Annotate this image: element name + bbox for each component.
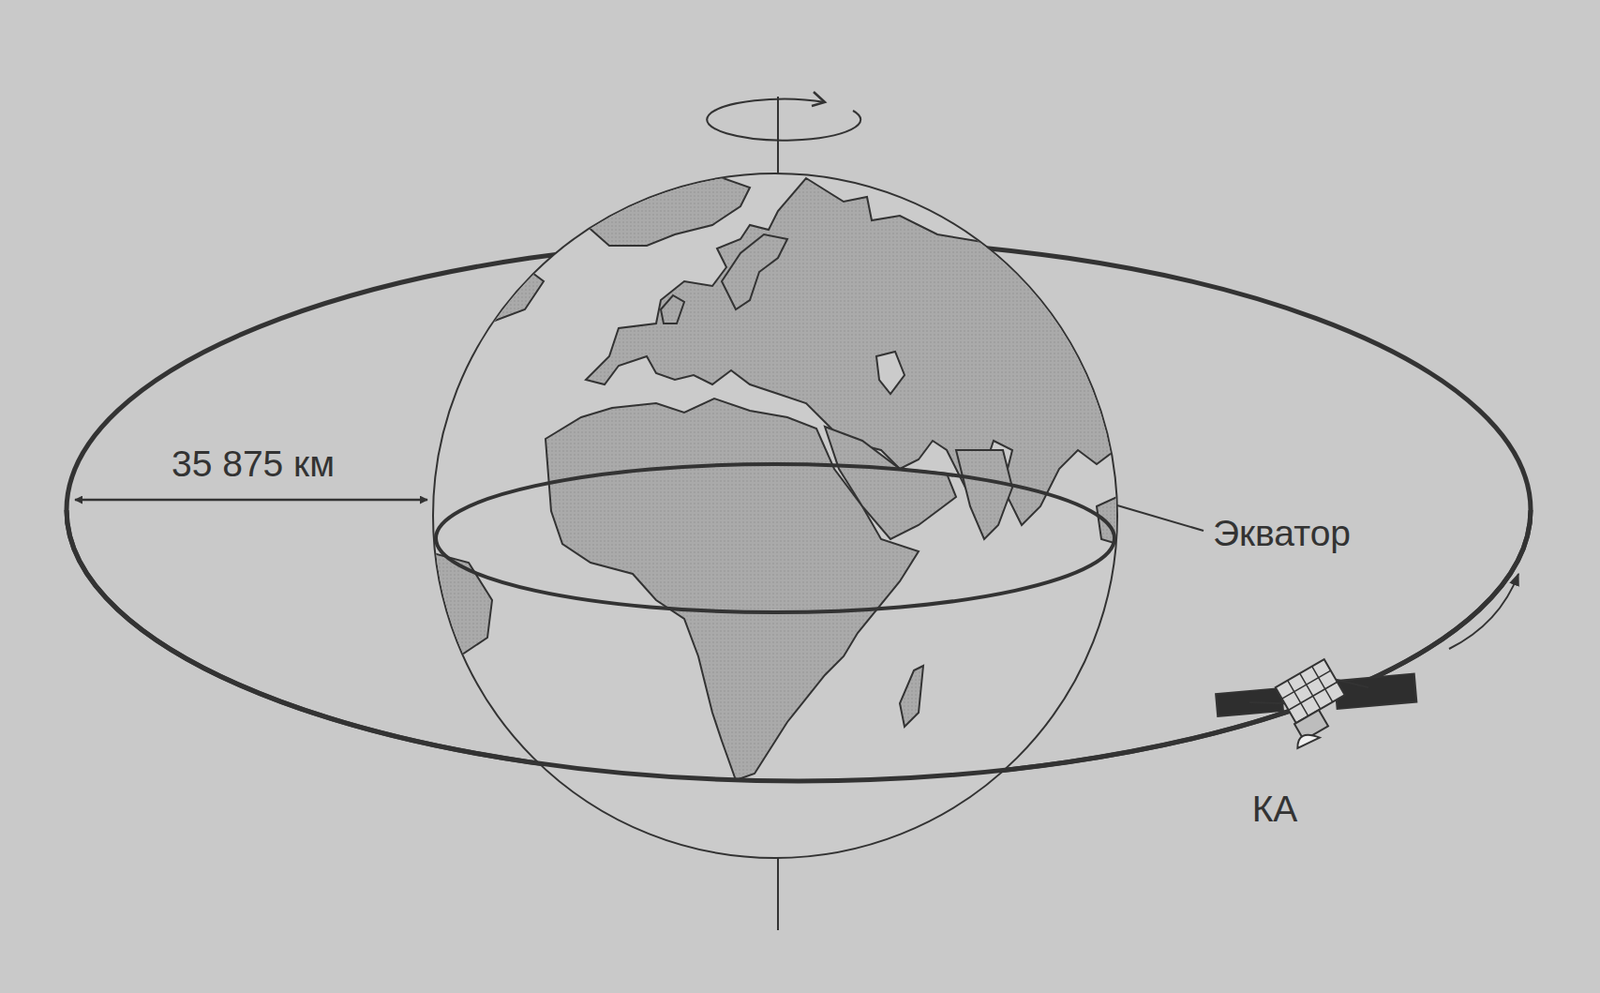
motion-arrow — [1449, 573, 1519, 649]
satellite — [1207, 602, 1427, 792]
axis-line — [777, 857, 779, 930]
equator-label: Экватор — [1212, 513, 1351, 554]
satellite-label: КА — [1252, 789, 1299, 830]
orbit-front — [66, 509, 1531, 781]
axis-line — [777, 96, 779, 179]
dimension-arrow — [74, 498, 428, 502]
equator-line — [435, 463, 1115, 613]
leader-line — [1117, 505, 1204, 531]
continents — [433, 174, 1125, 780]
dimension-label: 35 875 км — [171, 444, 335, 485]
rotation-arrow — [706, 99, 861, 141]
